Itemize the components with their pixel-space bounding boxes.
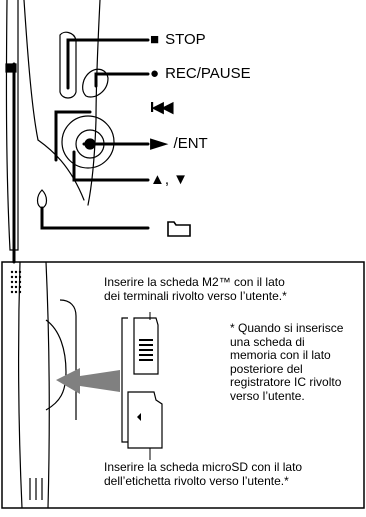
rewind-icon: I◀◀ [150,99,173,116]
play-enter-label: ▶/ENT [150,135,208,152]
updown-leader-line [72,150,150,182]
stop-label: ■STOP [150,31,206,48]
record-circle-icon: ● [150,65,160,82]
device-body-outline [5,0,19,251]
folder-icon [167,221,191,237]
prev-leader-line [54,110,92,162]
speaker-grille [10,270,22,294]
up-down-arrow-icon: ▲, ▼ [150,171,189,188]
microsd-card [127,391,163,449]
folder-button-shape [36,189,48,209]
stop-leader-line [66,38,150,90]
m2-insert-note: Inserire la scheda M2™ con il lato dei t… [104,275,287,303]
orientation-footnote: * Quando si inserisce una scheda di memo… [230,321,344,403]
rec-button-shape [82,68,109,98]
microsd-insert-note: Inserire la scheda microSD con il lato d… [104,460,303,488]
jog-dial-outer [61,115,115,169]
card-bracket [121,317,128,443]
m2-card [133,317,159,375]
rec-pause-label: ●REC/PAUSE [150,65,251,82]
up-down-label: ▲, ▼ [150,171,188,188]
folder-leader-line [40,206,150,230]
previous-label: I◀◀ [150,99,173,116]
insert-arrow [56,368,120,394]
stop-square-icon: ■ [150,31,160,48]
rec-leader-line [94,72,150,88]
callout-frame [1,261,365,509]
play-arrow-icon: ▶ [150,135,169,152]
stop-button-shape [59,31,77,99]
